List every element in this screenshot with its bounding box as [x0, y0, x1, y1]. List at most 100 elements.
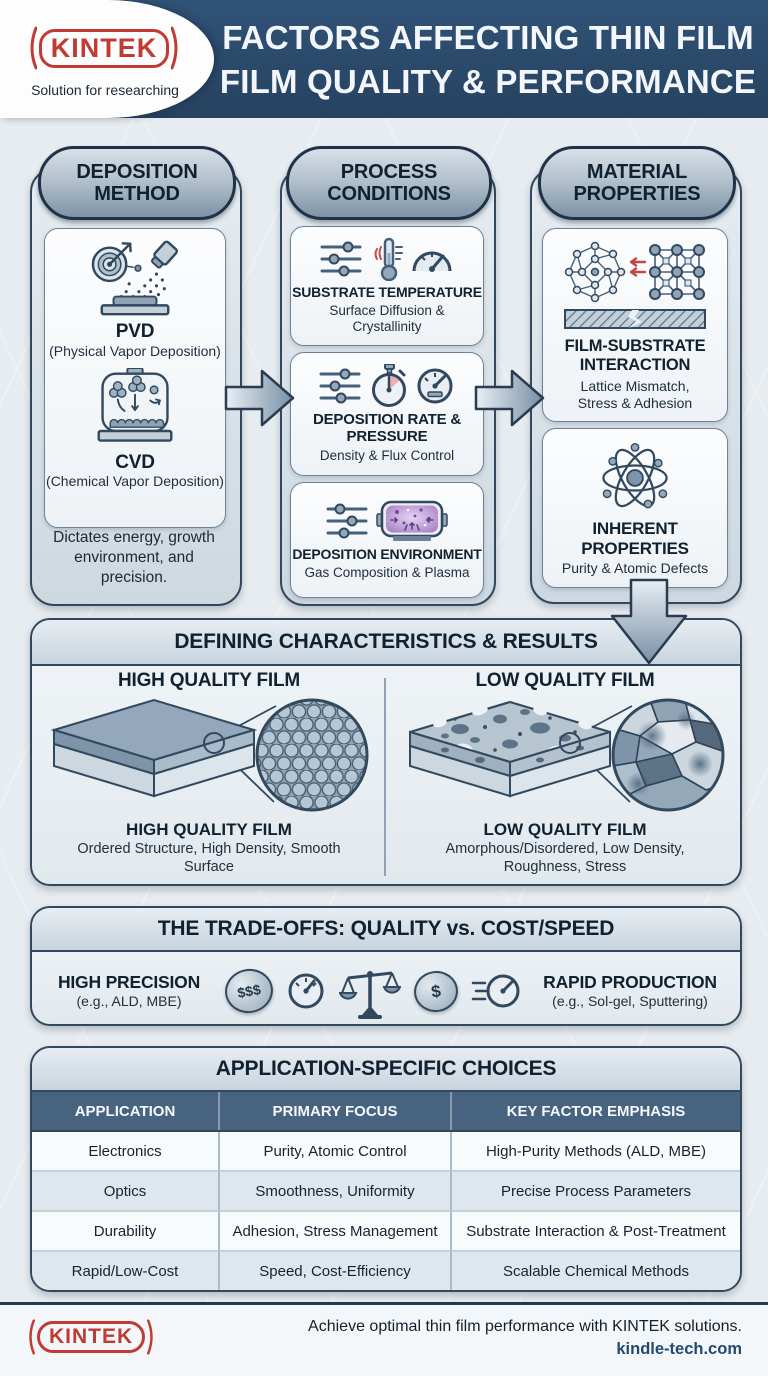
- header-banner: KINTEK Solution for researching FACTORS …: [0, 0, 768, 118]
- high-quality-film-illustration: [50, 698, 369, 812]
- footer: KINTEK Achieve optimal thin film perform…: [0, 1305, 768, 1376]
- col-header-primary-focus: PRIMARY FOCUS: [220, 1092, 452, 1130]
- pvd-label: PVD: [115, 321, 155, 342]
- gauge-icon: [412, 251, 452, 272]
- logo-tagline: Solution for researching: [31, 82, 179, 98]
- deposition-environment-sublabel: Gas Composition & Plasma: [304, 564, 470, 580]
- film-substrate-sublabel: Lattice Mismatch, Stress & Adhesion: [577, 378, 693, 411]
- table-header-row: APPLICATION PRIMARY FOCUS KEY FACTOR EMP…: [32, 1092, 740, 1132]
- high-quality-heading: HIGH QUALITY FILM: [117, 670, 301, 691]
- sliders-icon: [320, 241, 362, 277]
- applications-title: APPLICATION-SPECIFIC CHOICES: [32, 1048, 740, 1092]
- table-row: Electronics Purity, Atomic Control High-…: [32, 1132, 740, 1172]
- lattice-mismatch-icon: [564, 241, 706, 330]
- arrow-right-2-icon: [474, 369, 545, 427]
- speedometer-icon: [417, 368, 453, 404]
- rapid-production-label: RAPID PRODUCTION: [543, 972, 717, 993]
- divider: [384, 678, 386, 876]
- logo-left-paren-icon: [29, 1319, 35, 1355]
- thermometer-icon: [374, 237, 403, 281]
- deposition-environment-label: DEPOSITION ENVIRONMENT: [292, 545, 482, 562]
- page-title-line2: FILM QUALITY & PERFORMANCE: [219, 62, 757, 100]
- footer-kintek-logo: KINTEK: [26, 1319, 156, 1355]
- footer-divider: [0, 1302, 768, 1305]
- high-quality-desc: Ordered Structure, High Density, Smooth …: [77, 841, 341, 876]
- card-deposition-environment: DEPOSITION ENVIRONMENT Gas Composition &…: [290, 482, 484, 598]
- slow-gauge-icon: [288, 973, 324, 1009]
- footer-message: Achieve optimal thin film performance wi…: [308, 1318, 742, 1335]
- deposition-rate-label: DEPOSITION RATE & PRESSURE: [313, 410, 461, 445]
- cvd-sublabel: (Chemical Vapor Deposition): [46, 473, 224, 490]
- section-defining-characteristics: DEFINING CHARACTERISTICS & RESULTS HIGH …: [30, 618, 742, 886]
- substrate-temperature-label: SUBSTRATE TEMPERATURE: [292, 283, 482, 300]
- deposition-rate-sublabel: Density & Flux Control: [319, 448, 455, 464]
- film-substrate-label: FILM-SUBSTRATE INTERACTION: [564, 337, 706, 375]
- cell-key-factor: Scalable Chemical Methods: [452, 1252, 740, 1290]
- tradeoffs-row: HIGH PRECISION (e.g., ALD, MBE) $$$ $: [32, 961, 740, 1021]
- substrate-temperature-sublabel: Surface Diffusion & Crystallinity: [329, 302, 445, 335]
- section-applications: APPLICATION-SPECIFIC CHOICES APPLICATION…: [30, 1046, 742, 1292]
- logo-right-paren-icon: [147, 1319, 153, 1355]
- logo-left-paren-icon: [30, 26, 37, 70]
- card-film-substrate-interaction: FILM-SUBSTRATE INTERACTION Lattice Misma…: [542, 228, 728, 422]
- dollar-coin-icon: $: [411, 967, 461, 1015]
- cell-key-factor: High-Purity Methods (ALD, MBE): [452, 1132, 740, 1172]
- col-header-application: APPLICATION: [32, 1092, 220, 1130]
- cell-application: Electronics: [32, 1132, 220, 1172]
- arrow-down-icon: [610, 578, 688, 665]
- high-quality-label: HIGH QUALITY FILM: [126, 820, 292, 839]
- header-logo-panel: KINTEK Solution for researching: [0, 0, 214, 118]
- card-substrate-temperature: SUBSTRATE TEMPERATURE Surface Diffusion …: [290, 226, 484, 346]
- table-row: Durability Adhesion, Stress Management S…: [32, 1212, 740, 1252]
- dollars-coin-icon: $$$: [221, 965, 277, 1017]
- high-precision-label: HIGH PRECISION: [57, 972, 201, 993]
- pvd-sublabel: (Physical Vapor Deposition): [49, 342, 221, 359]
- high-precision-sublabel: (e.g., ALD, MBE): [76, 993, 182, 1010]
- card-deposition-rate-pressure: DEPOSITION RATE & PRESSURE Density & Flu…: [290, 352, 484, 476]
- low-quality-half: LOW QUALITY FILM: [392, 670, 738, 876]
- table-row: Optics Smoothness, Uniformity Precise Pr…: [32, 1172, 740, 1212]
- sliders-icon: [326, 503, 368, 539]
- rapid-production-sublabel: (e.g., Sol-gel, Sputtering): [552, 993, 708, 1010]
- logo-text: KINTEK: [38, 28, 170, 68]
- cell-application: Rapid/Low-Cost: [32, 1252, 220, 1290]
- pvd-sputtering-icon: [91, 240, 178, 316]
- cvd-label: CVD: [115, 451, 155, 473]
- arrow-right-1-icon: [224, 369, 295, 427]
- speed-gauge-icon: [471, 974, 520, 1008]
- deposition-method-note: Dictates energy, growth environment, and…: [53, 529, 215, 587]
- atom-icon: [602, 442, 668, 509]
- kintek-logo: KINTEK: [18, 26, 190, 70]
- pill-process-conditions: PROCESS CONDITIONS: [286, 146, 492, 220]
- cell-application: Durability: [32, 1212, 220, 1252]
- footer-logo-text: KINTEK: [37, 1321, 146, 1353]
- high-precision-block: HIGH PRECISION (e.g., ALD, MBE): [46, 972, 212, 1010]
- cell-primary-focus: Speed, Cost-Efficiency: [220, 1252, 452, 1290]
- low-quality-film-illustration: [408, 698, 725, 812]
- inherent-properties-label: INHERENT PROPERTIES: [581, 519, 689, 558]
- low-quality-label: LOW QUALITY FILM: [483, 820, 647, 839]
- rapid-production-block: RAPID PRODUCTION (e.g., Sol-gel, Sputter…: [534, 972, 726, 1010]
- logo-right-paren-icon: [171, 26, 178, 70]
- low-quality-desc: Amorphous/Disordered, Low Density, Rough…: [445, 841, 685, 876]
- cvd-chamber-icon: [97, 367, 173, 442]
- defining-characteristics-title: DEFINING CHARACTERISTICS & RESULTS: [32, 620, 740, 666]
- cell-key-factor: Substrate Interaction & Post-Treatment: [452, 1212, 740, 1252]
- pill-material-properties: MATERIAL PROPERTIES: [538, 146, 736, 220]
- col-header-key-factor: KEY FACTOR EMPHASIS: [506, 1102, 686, 1120]
- cell-primary-focus: Smoothness, Uniformity: [220, 1172, 452, 1212]
- page-title-line1: FACTORS AFFECTING THIN FILM: [222, 19, 754, 56]
- footer-website[interactable]: kindle-tech.com: [616, 1340, 742, 1359]
- pill-deposition-method: DEPOSITION METHOD: [38, 146, 236, 220]
- tradeoffs-title: THE TRADE-OFFS: QUALITY vs. COST/SPEED: [32, 908, 740, 952]
- cell-primary-focus: Adhesion, Stress Management: [220, 1212, 452, 1252]
- high-quality-half: HIGH QUALITY FILM HIGH QUALITY: [36, 670, 382, 876]
- table-row: Rapid/Low-Cost Speed, Cost-Efficiency Sc…: [32, 1252, 740, 1290]
- card-inherent-properties: INHERENT PROPERTIES Purity & Atomic Defe…: [542, 428, 728, 588]
- balance-scale-icon: [339, 971, 401, 1019]
- stopwatch-icon: [372, 363, 406, 407]
- cell-application: Optics: [32, 1172, 220, 1212]
- cell-key-factor: Precise Process Parameters: [452, 1172, 740, 1212]
- footer-text-block: Achieve optimal thin film performance wi…: [308, 1315, 742, 1362]
- sliders-icon: [319, 368, 361, 404]
